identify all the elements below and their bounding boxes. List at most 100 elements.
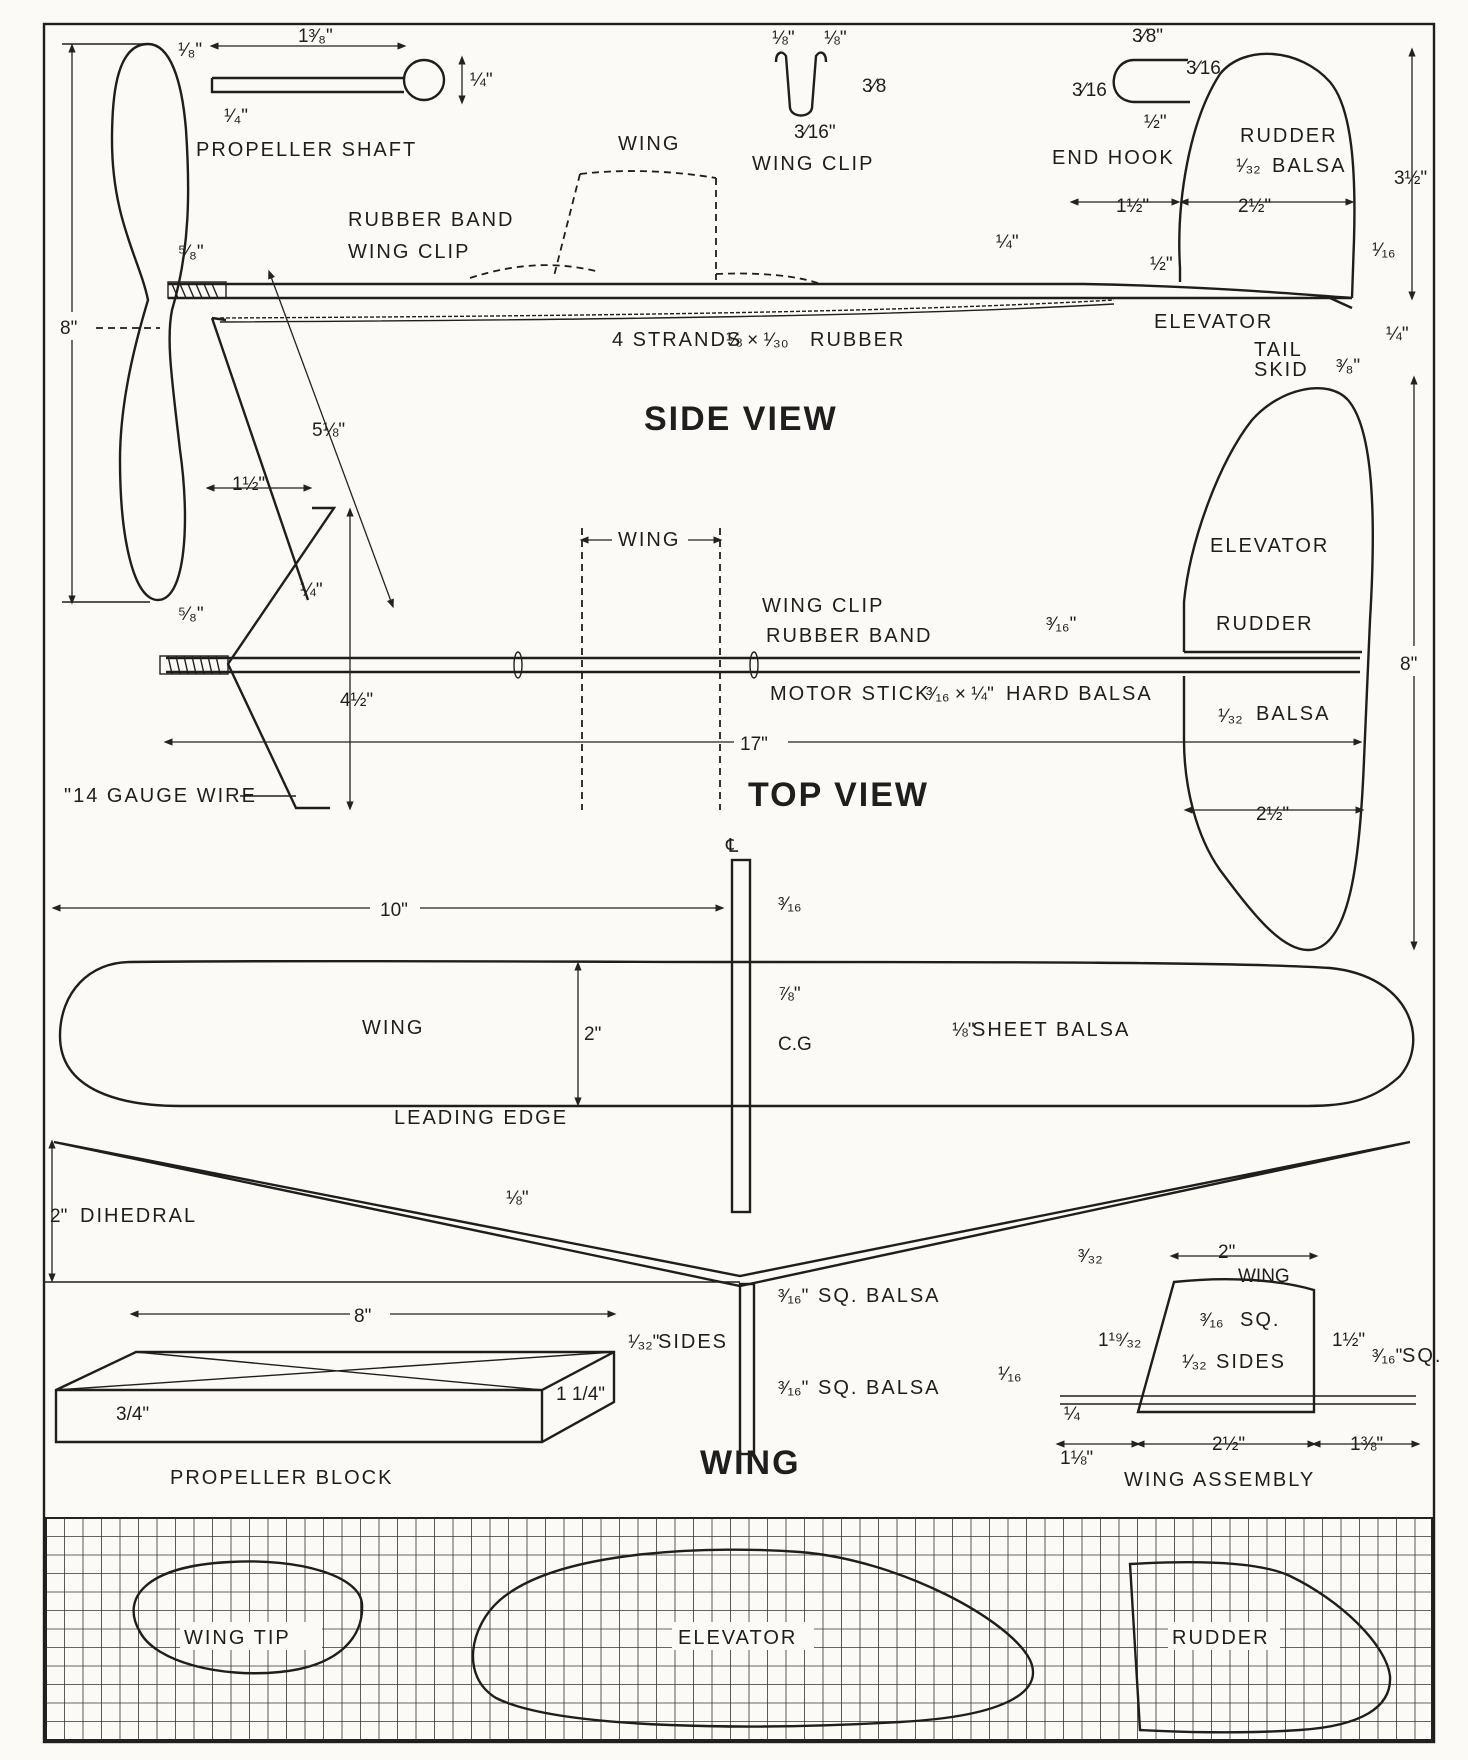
propeller-outline: [110, 42, 190, 602]
propeller-shaft-detail: 1³⁄₈" ¹⁄₈" ¹⁄₄" ¼" PROPELLER SHAFT: [178, 26, 493, 161]
svg-text:⅛ × ¹⁄₃₀: ⅛ × ¹⁄₃₀: [726, 330, 789, 351]
elevator-template: [471, 1548, 1035, 1728]
hard-balsa-label: HARD BALSA: [1006, 683, 1153, 705]
side-rubber-label: 4 STRANDS: [612, 329, 742, 351]
dihedral-view: 2" DIHEDRAL ⅛" ³⁄₁₆" SQ. BALSA ¹⁄₃₂" SID…: [44, 1139, 1411, 1482]
top-elevator-label: ELEVATOR: [1210, 535, 1329, 557]
svg-text:¹⁄₁₆: ¹⁄₁₆: [1372, 240, 1396, 261]
svg-text:3⁄16: 3⁄16: [1072, 80, 1107, 101]
svg-text:3⁄16": 3⁄16": [794, 122, 836, 143]
svg-text:¹⁄₄": ¹⁄₄": [224, 106, 248, 127]
svg-text:3⁄16: 3⁄16: [1186, 58, 1221, 79]
skid-label: SKID: [1254, 359, 1309, 381]
svg-text:³⁄₁₆: ³⁄₁₆: [1200, 1310, 1224, 1331]
svg-text:1½": 1½": [1332, 1330, 1365, 1351]
assembly-wing-label: WING: [1238, 1266, 1290, 1287]
propeller-block-label: PROPELLER BLOCK: [170, 1467, 393, 1489]
svg-text:¹⁄₈": ¹⁄₈": [178, 40, 202, 61]
svg-text:³⁄₁₆": ³⁄₁₆": [778, 1378, 808, 1399]
sheet-balsa-label: SHEET BALSA: [972, 1019, 1130, 1041]
rudder-template: [1128, 1560, 1392, 1734]
side-elevator-label: ELEVATOR: [1154, 311, 1273, 333]
tail-label: TAIL: [1254, 339, 1303, 361]
side-view-title: SIDE VIEW: [644, 400, 838, 438]
sides-label-1: SIDES: [658, 1331, 728, 1353]
rudder-template-label: RUDDER: [1172, 1627, 1270, 1649]
svg-text:³⁄₃₂: ³⁄₃₂: [1078, 1246, 1103, 1267]
svg-text:³⁄₈": ³⁄₈": [1336, 356, 1360, 377]
svg-text:¼": ¼": [470, 70, 493, 91]
svg-text:5⅛": 5⅛": [312, 420, 345, 441]
top-view: 4½" 1½" ¼" WING ELEVATOR RUDDER ¹⁄₃₂ BAL…: [64, 375, 1432, 952]
end-hook-label: END HOOK: [1052, 147, 1175, 169]
svg-text:¼: ¼: [1064, 1404, 1081, 1425]
svg-text:¹⁄₃₂": ¹⁄₃₂": [628, 1332, 659, 1353]
svg-text:3⁄8: 3⁄8: [862, 76, 886, 97]
svg-text:1½": 1½": [232, 474, 265, 495]
svg-text:½": ½": [1144, 112, 1167, 133]
svg-text:¹⁄₁₆: ¹⁄₁₆: [998, 1364, 1022, 1385]
wing-outline: [58, 959, 1415, 1108]
svg-text:⅞": ⅞": [778, 984, 801, 1005]
wing-label: WING: [362, 1017, 424, 1039]
centerline-mark: ℄: [725, 836, 739, 857]
side-wing-clip-label: WING CLIP: [348, 241, 470, 263]
overall-length-label: 17": [740, 734, 768, 755]
rudder-label: RUDDER: [1240, 125, 1338, 147]
assembly-sq-label-1: SQ.: [1240, 1309, 1280, 1331]
wing-clip-label: WING CLIP: [752, 153, 874, 175]
svg-text:³⁄₁₆ × ¼": ³⁄₁₆ × ¼": [926, 684, 994, 705]
side-view: WING RUBBER BAND WING CLIP 4 STRANDS ⅛ ×…: [167, 133, 1409, 438]
svg-text:⅛": ⅛": [506, 1188, 529, 1209]
wing-tip-label: WING TIP: [184, 1627, 291, 1649]
leading-edge-label: LEADING EDGE: [394, 1107, 568, 1129]
block-length-label: 8": [354, 1306, 371, 1327]
chord-label: 2": [584, 1024, 601, 1045]
svg-text:⅛": ⅛": [824, 28, 847, 49]
svg-text:⁵⁄₈": ⁵⁄₈": [178, 604, 204, 625]
dihedral-label: DIHEDRAL: [80, 1205, 197, 1227]
side-rubber-band-label: RUBBER BAND: [348, 209, 514, 231]
svg-text:½": ½": [1150, 254, 1173, 275]
assembly-sides-label: SIDES: [1216, 1351, 1286, 1373]
wing-clip-detail: ⅛" ⅛" 3⁄8 3⁄16" WING CLIP: [752, 28, 886, 175]
plan-border: [42, 22, 1436, 1744]
svg-text:2½": 2½": [1238, 196, 1271, 217]
svg-text:2½": 2½": [1212, 1434, 1245, 1455]
svg-text:⅛": ⅛": [952, 1020, 975, 1041]
svg-text:¼": ¼": [996, 232, 1019, 253]
sq-balsa-label-2: SQ. BALSA: [818, 1377, 941, 1399]
svg-text:³⁄₁₆: ³⁄₁₆: [778, 894, 802, 915]
svg-text:⅛": ⅛": [772, 28, 795, 49]
svg-text:3½": 3½": [1394, 168, 1427, 189]
svg-text:2": 2": [50, 1206, 67, 1227]
assembly-chord-label: 2": [1218, 1242, 1235, 1263]
end-hook-detail: 3⁄8" 3⁄16 3⁄16 ½" END HOOK: [1052, 26, 1221, 169]
svg-text:1⅛": 1⅛": [1060, 1448, 1093, 1469]
svg-text:¹⁄₃₂: ¹⁄₃₂: [1218, 706, 1243, 727]
svg-text:3⁄8": 3⁄8": [1132, 26, 1163, 47]
svg-text:1⅜": 1⅜": [1350, 1434, 1383, 1455]
svg-text:8": 8": [1400, 654, 1417, 675]
svg-text:1¹⁹⁄₃₂: 1¹⁹⁄₃₂: [1098, 1330, 1141, 1351]
top-view-title: TOP VIEW: [748, 776, 929, 814]
half-span-label: 10": [380, 900, 408, 921]
elevator-top: [1182, 387, 1374, 952]
top-balsa-label: BALSA: [1256, 703, 1330, 725]
assembly-sq-label-2: SQ.: [1402, 1345, 1442, 1367]
motor-stick-label: MOTOR STICK: [770, 683, 931, 705]
svg-text:³⁄₁₆": ³⁄₁₆": [1046, 614, 1076, 635]
wing-section-title: WING: [700, 1444, 801, 1482]
svg-text:¹⁄₃₂: ¹⁄₃₂: [1182, 1352, 1207, 1373]
svg-text:4½": 4½": [340, 690, 373, 711]
propeller-shaft-label: PROPELLER SHAFT: [196, 139, 417, 161]
elevator-template-label: ELEVATOR: [678, 1627, 797, 1649]
svg-text:1³⁄₈": 1³⁄₈": [298, 26, 333, 47]
propeller-block-detail: 8" 3/4" 1 1/4" PROPELLER BLOCK: [54, 1300, 617, 1489]
svg-text:⁵⁄₈": ⁵⁄₈": [178, 242, 204, 263]
propeller-height-label: 8": [60, 318, 77, 339]
side-rubber-suffix: RUBBER: [810, 329, 905, 351]
svg-text:1½": 1½": [1116, 196, 1149, 217]
wire-gauge-label: "14 GAUGE WIRE: [64, 785, 257, 807]
